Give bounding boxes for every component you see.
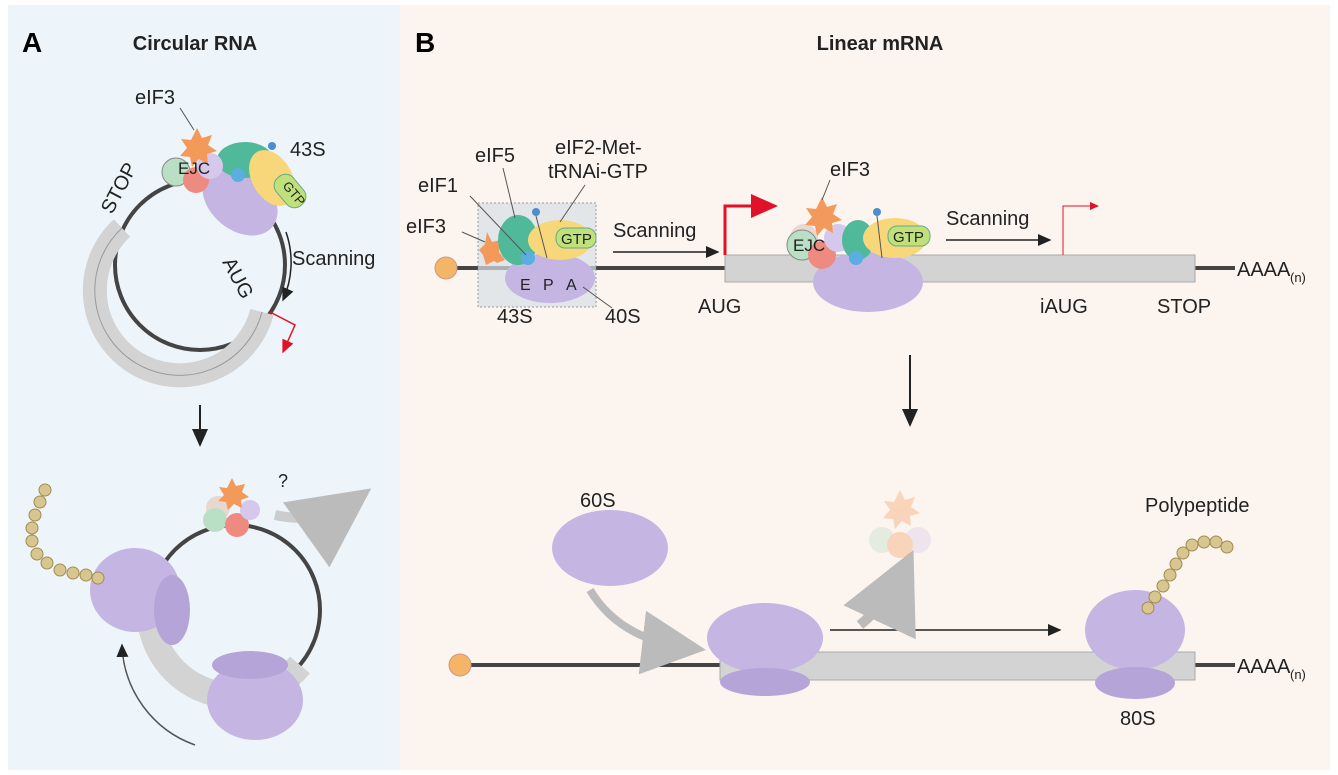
joining-arrow xyxy=(586,587,706,675)
eif5-label: eIF5 xyxy=(475,145,515,167)
panel-a: A Circular RNA STOP AUG Scanning GTP EJC xyxy=(8,5,400,770)
gtp-badge xyxy=(273,173,307,209)
trna-tip-b2 xyxy=(873,208,881,216)
circular-rna-top: STOP AUG Scanning GTP EJC eIF3 43S xyxy=(82,87,375,388)
trna-tip-b xyxy=(532,208,540,216)
43s-label: 43S xyxy=(497,306,533,328)
gtp-badge-b xyxy=(555,227,597,249)
polya-label-bottom: AAAA xyxy=(1237,656,1291,678)
eif2-label-line1: eIF2-Met- xyxy=(555,137,642,159)
eif3-leader-b xyxy=(821,179,831,201)
eif3-icon-b2 xyxy=(805,197,842,236)
factor-release-arrow xyxy=(843,549,916,640)
panel-a-title: Circular RNA xyxy=(133,33,257,55)
ejc-red-2 xyxy=(225,513,249,537)
ejc-label: EJC xyxy=(178,159,210,178)
leader-lines xyxy=(461,167,613,309)
polya-subscript-bottom: (n) xyxy=(1290,667,1306,682)
ribosome-80s-small xyxy=(1095,667,1175,699)
ribosome-80s-assembling xyxy=(707,603,823,673)
scanning-arrow xyxy=(282,231,294,302)
60s-label: 60S xyxy=(580,490,616,512)
43s-label: 43S xyxy=(290,139,326,161)
cap-icon xyxy=(434,256,458,280)
iaug-start-arrow xyxy=(1062,202,1099,255)
scanning-label-1: Scanning xyxy=(613,220,696,242)
eif3-label: eIF3 xyxy=(135,87,175,109)
p-site: P xyxy=(543,277,554,294)
ribosome-40s-part xyxy=(212,651,288,679)
polypeptide-label: Polypeptide xyxy=(1145,495,1250,517)
ejc-label-b: EJC xyxy=(793,236,825,255)
eif1 xyxy=(521,251,535,265)
eif1-b xyxy=(849,251,863,265)
panel-b-title: Linear mRNA xyxy=(817,33,944,55)
ejc-green-2 xyxy=(203,508,227,532)
ribosome-40s-2 xyxy=(813,252,923,312)
trna-b xyxy=(535,215,548,259)
eif3-icon xyxy=(180,128,217,167)
cap-icon-bottom xyxy=(448,653,472,677)
eif3-icon-b xyxy=(479,232,505,265)
ejc-purple-2 xyxy=(240,500,260,520)
gtp-badge-b2 xyxy=(887,225,931,247)
circular-rna-bottom: ? xyxy=(25,471,372,746)
eif3-label: eIF3 xyxy=(406,216,446,238)
ribosome-40s-assembling xyxy=(720,668,810,696)
ribosome-60s-part xyxy=(154,575,190,645)
eif2-label-line2: tRNAi-GTP xyxy=(548,161,648,183)
question-mark: ? xyxy=(278,471,288,491)
scanning-label: Scanning xyxy=(292,248,375,270)
eif1-label: eIF1 xyxy=(418,175,458,197)
80s-label: 80S xyxy=(1120,708,1156,730)
polya-label: AAAA xyxy=(1237,259,1291,281)
aug-label: AUG xyxy=(698,296,741,318)
trna-b2 xyxy=(876,215,883,259)
scanning-label-2: Scanning xyxy=(946,208,1029,230)
40s-label: 40S xyxy=(605,306,641,328)
eif3-leader xyxy=(179,107,195,131)
release-arrow xyxy=(273,488,372,568)
released-factors xyxy=(869,490,931,558)
polypeptide-chain xyxy=(1141,535,1234,615)
panel-b: B Linear mRNA AAAA (n) E P A GTP eIF5 eI… xyxy=(400,5,1330,770)
stop-label: STOP xyxy=(1157,296,1211,318)
rotation-arrow xyxy=(116,643,196,746)
ribosome-40s xyxy=(505,253,595,303)
eif1 xyxy=(231,168,245,182)
ribosome-80s xyxy=(1085,590,1185,670)
start-arrow xyxy=(269,311,296,354)
e-site: E xyxy=(520,277,531,294)
polya-subscript: (n) xyxy=(1290,270,1306,285)
ribosome-80s-2 xyxy=(207,660,303,740)
panel-a-letter: A xyxy=(22,27,42,58)
a-site: A xyxy=(566,277,577,294)
panel-b-letter: B xyxy=(415,27,435,58)
panel-a-background xyxy=(8,5,400,770)
nascent-peptide xyxy=(25,483,105,585)
iaug-label: iAUG xyxy=(1040,296,1088,318)
aug-start-arrow xyxy=(723,194,778,255)
ribosome-60s xyxy=(552,510,668,586)
eif3-label-b: eIF3 xyxy=(830,159,870,181)
gtp-label-b: GTP xyxy=(561,231,592,248)
eif3-icon-2 xyxy=(218,478,249,510)
gtp-label-b2: GTP xyxy=(893,229,924,246)
trna-tip xyxy=(268,142,276,150)
